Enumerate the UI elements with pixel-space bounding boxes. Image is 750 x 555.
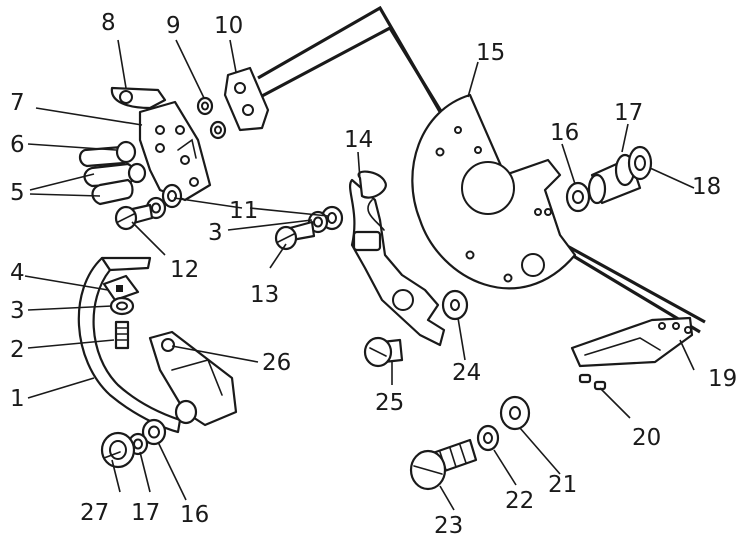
label-3-middle: 3 xyxy=(208,220,223,246)
washer-3 xyxy=(109,296,135,316)
lock-washer-22 xyxy=(476,424,500,452)
base-plate-15 xyxy=(411,93,577,290)
label-15: 15 xyxy=(476,40,505,66)
spring-arc-1 xyxy=(77,256,182,434)
pin-5-lower xyxy=(91,178,134,206)
label-18: 18 xyxy=(692,174,721,200)
washer-16-bottom xyxy=(141,418,167,446)
set-screw-2 xyxy=(114,320,130,350)
washer-21 xyxy=(499,395,531,431)
label-21: 21 xyxy=(548,472,577,498)
label-23: 23 xyxy=(434,513,463,539)
label-7: 7 xyxy=(10,90,25,116)
label-17-bottom: 17 xyxy=(131,500,160,526)
bushing-17 xyxy=(587,153,642,205)
breaker-lever-14 xyxy=(349,170,446,347)
label-6: 6 xyxy=(10,132,25,158)
washer-9 xyxy=(196,96,227,140)
label-25: 25 xyxy=(375,390,404,416)
label-27: 27 xyxy=(80,500,109,526)
washer-16-top xyxy=(565,181,591,213)
terminal-bracket-8 xyxy=(110,86,167,110)
label-9: 9 xyxy=(166,13,181,39)
pin-6 xyxy=(78,140,137,168)
label-10: 10 xyxy=(214,13,243,39)
screw-25 xyxy=(363,336,404,368)
label-22: 22 xyxy=(505,488,534,514)
pins-20 xyxy=(578,373,607,391)
label-17-top: 17 xyxy=(614,100,643,126)
rotor-arm-26 xyxy=(148,330,238,427)
label-11: 11 xyxy=(229,198,258,224)
screw-13 xyxy=(274,220,316,251)
label-1: 1 xyxy=(10,386,25,412)
clip-4 xyxy=(102,274,140,302)
screw-12 xyxy=(114,203,154,231)
label-3-left: 3 xyxy=(10,298,25,324)
label-4: 4 xyxy=(10,260,25,286)
label-8: 8 xyxy=(101,10,116,36)
screw-23 xyxy=(409,438,478,491)
label-20: 20 xyxy=(632,425,661,451)
label-26: 26 xyxy=(262,350,291,376)
terminal-nut-18 xyxy=(627,145,653,181)
part-labels: 8 9 10 7 6 5 11 3 12 13 14 15 16 17 18 1… xyxy=(10,10,737,539)
condenser-19 xyxy=(570,316,694,368)
washer-24 xyxy=(441,289,469,321)
label-14: 14 xyxy=(344,127,373,153)
label-12: 12 xyxy=(170,257,199,283)
label-13: 13 xyxy=(250,282,279,308)
label-5: 5 xyxy=(10,180,25,206)
label-24: 24 xyxy=(452,360,481,386)
label-19: 19 xyxy=(708,366,737,392)
insulator-10 xyxy=(223,66,270,132)
e-clip-27 xyxy=(100,431,136,469)
label-16-bottom: 16 xyxy=(180,502,209,528)
label-16-top: 16 xyxy=(550,120,579,146)
leader-lines xyxy=(24,39,695,511)
label-2: 2 xyxy=(10,337,25,363)
